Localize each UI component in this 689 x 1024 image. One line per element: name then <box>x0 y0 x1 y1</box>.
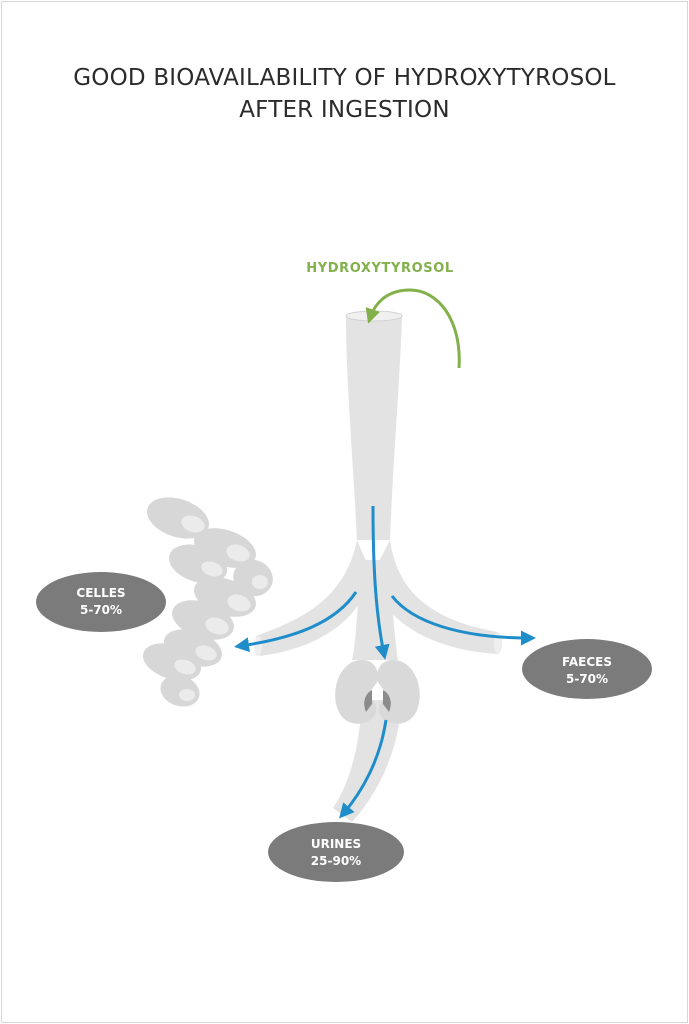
flow-arrow-icon <box>339 719 388 819</box>
cells-badge: CELLES 5-70% <box>36 572 166 632</box>
faeces-badge: FAECES 5-70% <box>522 639 652 699</box>
flow-arrow-icon <box>234 591 358 653</box>
flow-arrow-icon <box>390 595 536 646</box>
title-line-1: GOOD BIOAVAILABILITY OF HYDROXYTYROSOL <box>73 65 616 91</box>
title-line-2: AFTER INGESTION <box>239 97 450 123</box>
cell-icon <box>160 675 200 707</box>
urine-label: URINES <box>311 837 361 851</box>
urine-value: 25-90% <box>311 854 361 868</box>
cell-icon <box>168 544 228 584</box>
curved-intake-arrow-icon <box>365 288 461 369</box>
cell-icon <box>142 643 202 681</box>
cells-label: CELLES <box>76 586 125 600</box>
urine-badge: URINES 25-90% <box>268 822 404 882</box>
cell-cluster <box>142 497 273 707</box>
faeces-label: FAECES <box>562 655 612 669</box>
digestive-tract <box>254 310 502 822</box>
kidney-icon <box>335 660 420 724</box>
flow-arrow-icon <box>371 505 390 660</box>
hydroxytyrosol-label: HYDROXYTYROSOL <box>306 261 454 276</box>
cell-icon <box>147 497 209 539</box>
faeces-value: 5-70% <box>566 672 608 686</box>
page-title: GOOD BIOAVAILABILITY OF HYDROXYTYROSOL A… <box>0 62 689 126</box>
flow-arrows <box>234 505 536 819</box>
cells-value: 5-70% <box>80 603 122 617</box>
